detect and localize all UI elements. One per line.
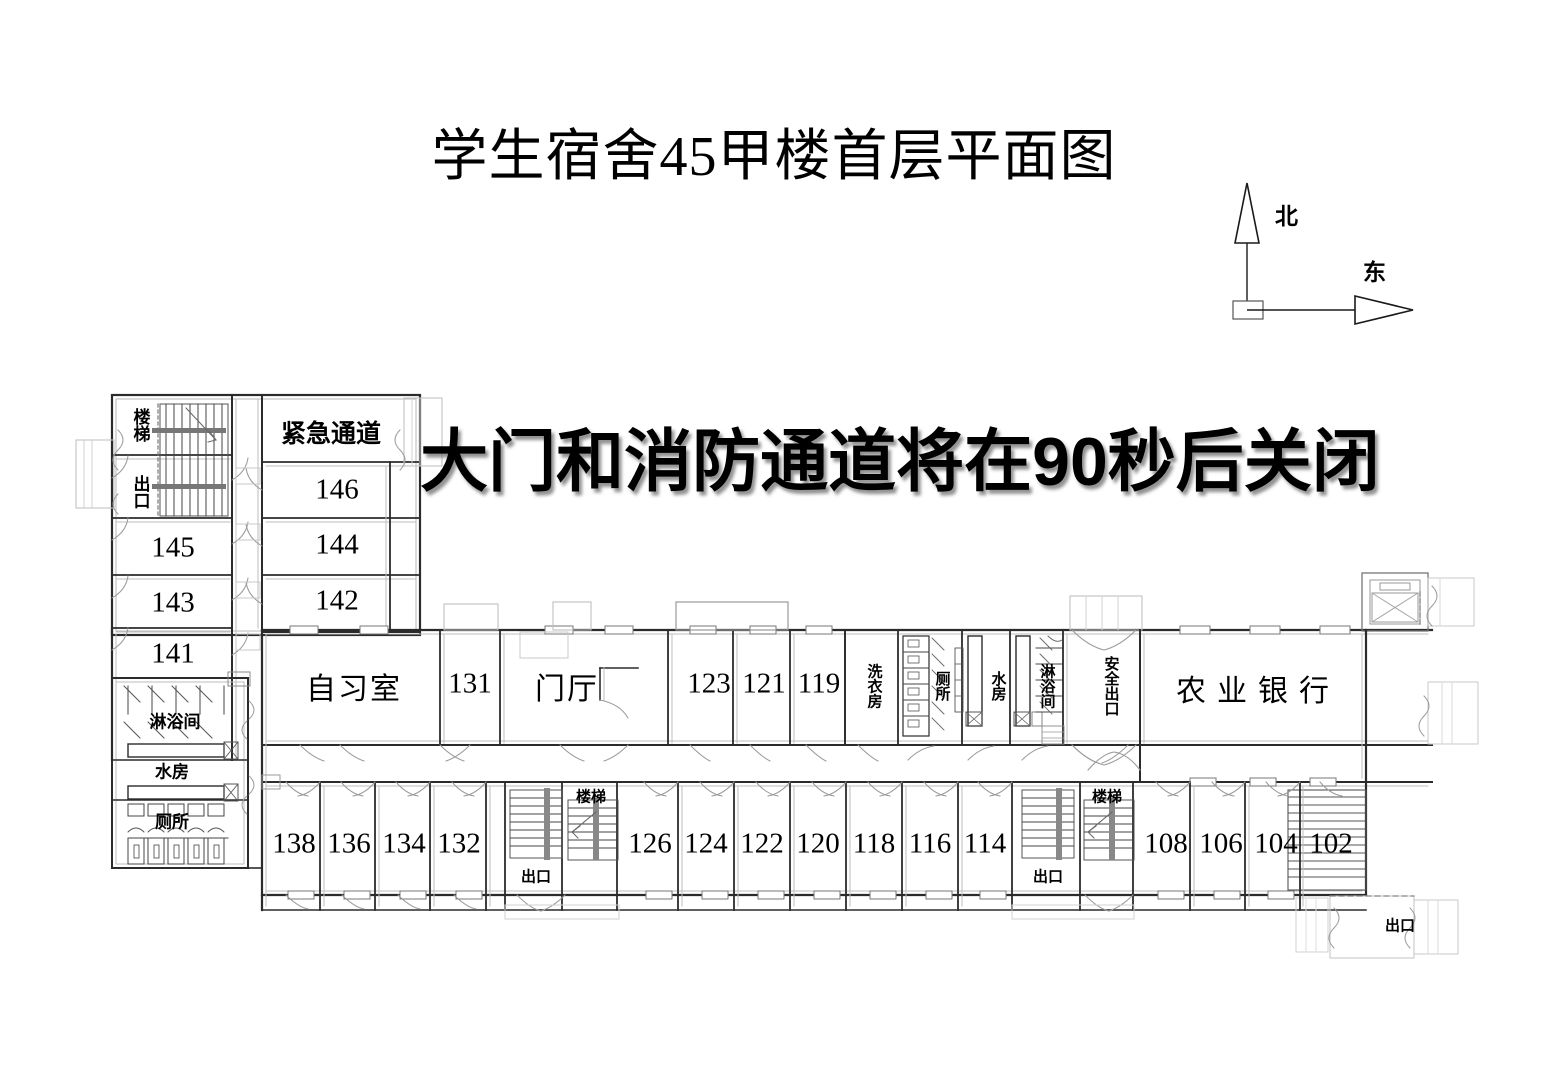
toilet-stalls bbox=[127, 803, 229, 865]
room-126: 126 bbox=[628, 827, 672, 860]
left-wing-doors bbox=[111, 455, 263, 656]
label-exit-left-wing: 出口 bbox=[130, 475, 150, 509]
south-row-partitions bbox=[319, 781, 1304, 911]
room-108: 108 bbox=[1144, 827, 1188, 860]
room-114: 114 bbox=[963, 827, 1007, 860]
label-water-left: 水房 bbox=[155, 762, 189, 782]
label-bank: 农业银行 bbox=[1176, 675, 1340, 708]
room-146: 146 bbox=[315, 473, 359, 506]
right-end-structures bbox=[1287, 572, 1479, 959]
label-stair-south-west: 楼梯 bbox=[575, 789, 607, 806]
left-wing-staircase bbox=[152, 403, 229, 517]
room-143: 143 bbox=[151, 586, 195, 619]
south-staircase-west bbox=[509, 788, 619, 861]
compass-east-label: 东 bbox=[1363, 260, 1386, 285]
room-121: 121 bbox=[742, 667, 786, 700]
label-laundry: 洗衣房 bbox=[865, 663, 882, 709]
fire-door-warning-overlay: 大门和消防通道将在90秒后关闭 bbox=[420, 424, 1380, 500]
room-141: 141 bbox=[151, 637, 195, 670]
compass-north-label: 北 bbox=[1275, 204, 1298, 229]
label-study-room: 自习室 bbox=[306, 673, 402, 706]
compass-icon bbox=[1232, 182, 1414, 326]
page-title: 学生宿舍45甲楼首层平面图 bbox=[431, 126, 1117, 188]
label-exit-south-west: 出口 bbox=[520, 869, 552, 886]
south-row-doors bbox=[285, 751, 1343, 797]
north-row-partitions bbox=[439, 629, 1145, 746]
room-106: 106 bbox=[1199, 827, 1243, 860]
room-118: 118 bbox=[852, 827, 896, 860]
room-123: 123 bbox=[687, 667, 731, 700]
label-exit-south-east: 出口 bbox=[1032, 869, 1064, 886]
label-shower-main: 淋浴间 bbox=[1038, 663, 1055, 709]
room-144: 144 bbox=[315, 528, 359, 561]
compass-rose: 北 东 bbox=[1215, 175, 1430, 335]
north-exterior-bays bbox=[443, 595, 1143, 631]
main-bar-sanitary bbox=[844, 629, 1065, 746]
room-131: 131 bbox=[448, 667, 492, 700]
left-wing-west-entry bbox=[75, 429, 124, 515]
left-wing-east-rooms bbox=[261, 461, 421, 633]
room-122: 122 bbox=[740, 827, 784, 860]
safety-exit-doors bbox=[1071, 629, 1137, 766]
label-shower-left: 淋浴间 bbox=[149, 712, 201, 732]
room-104: 104 bbox=[1254, 827, 1298, 860]
room-142: 142 bbox=[315, 584, 359, 617]
label-exit-corner: 出口 bbox=[1384, 918, 1416, 935]
label-water-main: 水房 bbox=[989, 671, 1006, 701]
room-120: 120 bbox=[796, 827, 840, 860]
room-145: 145 bbox=[151, 531, 195, 564]
label-lobby: 门厅 bbox=[535, 673, 599, 706]
left-wing-north-entry bbox=[394, 397, 443, 471]
room-136: 136 bbox=[327, 827, 371, 860]
label-stair-left-wing: 楼梯 bbox=[130, 408, 150, 442]
room-132: 132 bbox=[437, 827, 481, 860]
left-service-block bbox=[111, 671, 255, 869]
room-124: 124 bbox=[684, 827, 728, 860]
south-west-exterior bbox=[247, 774, 1135, 920]
room-138: 138 bbox=[272, 827, 316, 860]
shower-stalls bbox=[123, 685, 225, 739]
room-102: 102 bbox=[1309, 827, 1353, 860]
water-room-basins bbox=[127, 741, 239, 802]
label-toilet-left: 厕所 bbox=[155, 812, 189, 832]
south-staircase-east bbox=[1021, 788, 1135, 861]
room-119: 119 bbox=[797, 667, 841, 700]
label-toilet-main: 厕所 bbox=[933, 671, 950, 701]
room-134: 134 bbox=[382, 827, 426, 860]
label-safety-exit: 安全出口 bbox=[1102, 656, 1119, 716]
room-116: 116 bbox=[908, 827, 952, 860]
label-stair-south-east: 楼梯 bbox=[1091, 789, 1123, 806]
south-wall-openings bbox=[285, 890, 1295, 912]
label-emergency-passage: 紧急通道 bbox=[280, 421, 382, 448]
